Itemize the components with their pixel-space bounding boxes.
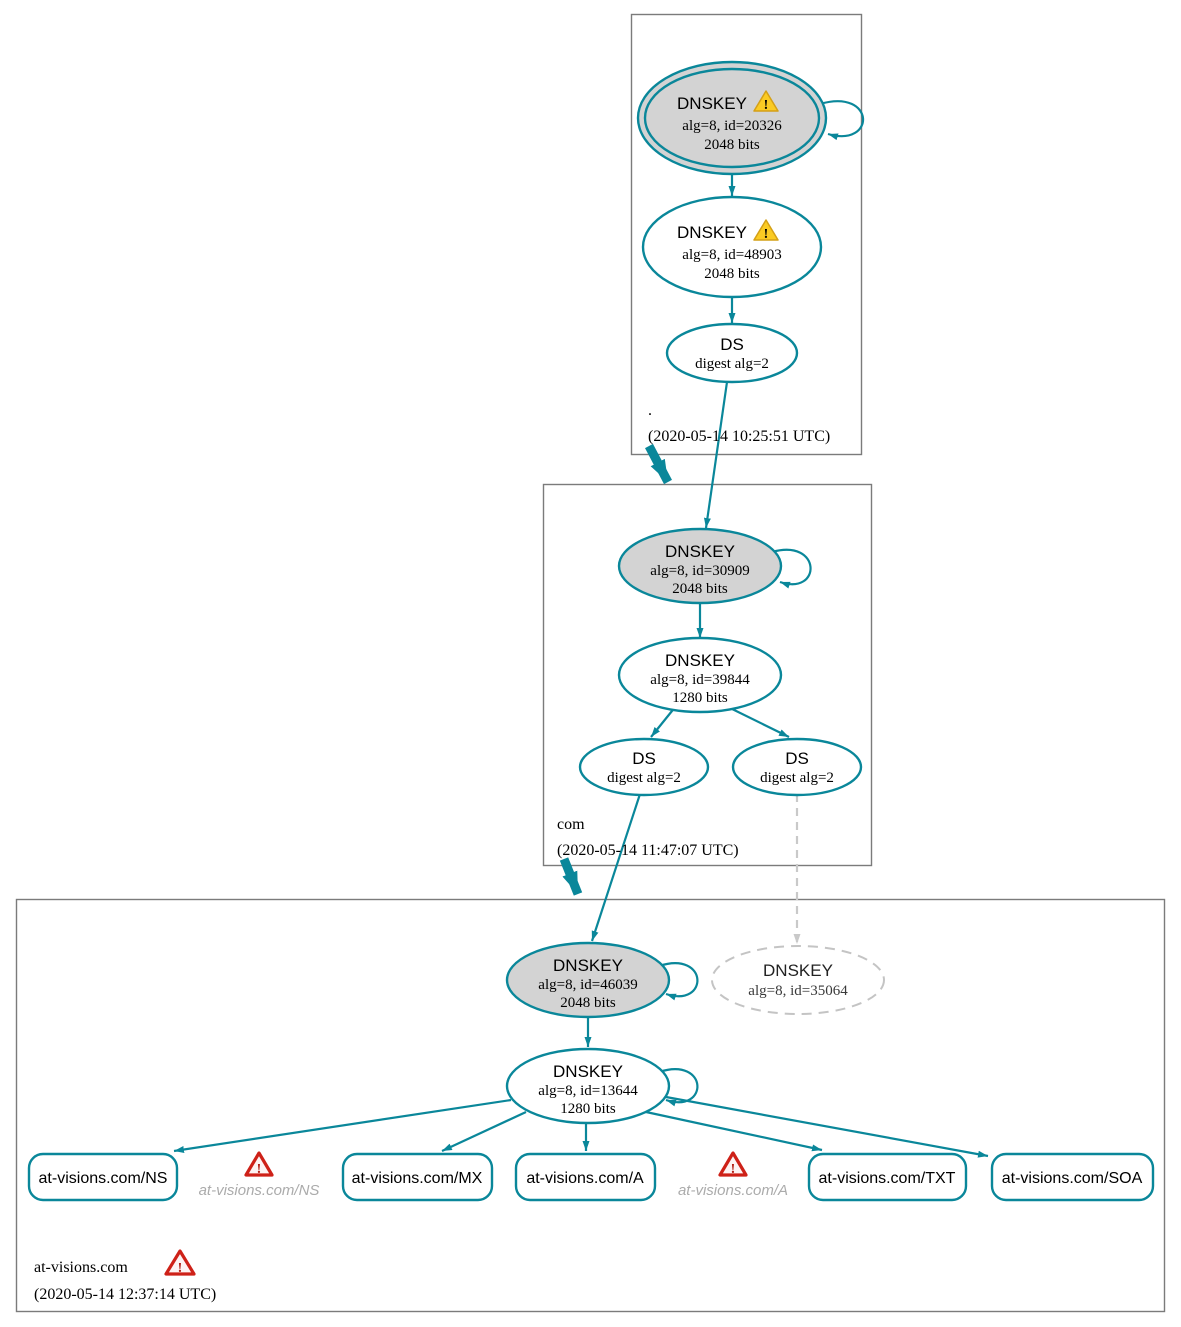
node-detail: digest alg=2 <box>760 770 834 786</box>
zone-box-root <box>630 13 863 456</box>
zone-box-at-visions <box>15 898 1166 1313</box>
rrset-label: at-visions.com/NS <box>39 1170 168 1187</box>
rrset-soa-node[interactable]: at-visions.com/SOA <box>990 1152 1155 1202</box>
edge-root-ds-to-com-ksk <box>703 381 729 529</box>
zone-timestamp: (2020-05-14 12:37:14 UTC) <box>34 1286 216 1303</box>
rrset-label: at-visions.com/A <box>526 1170 644 1187</box>
edge-com-zsk-to-ds1 <box>650 705 677 738</box>
node-type: DNSKEY <box>665 542 735 561</box>
node-type: DNSKEY <box>763 961 833 980</box>
node-bits: 1280 bits <box>672 690 728 706</box>
node-type: DS <box>785 749 809 768</box>
node-detail: alg=8, id=35064 <box>748 983 848 999</box>
node-type: DNSKEY <box>677 94 747 113</box>
zone-root: DNSKEY ! alg=8, id=20326 2048 bits DNSKE… <box>636 60 830 445</box>
node-detail: digest alg=2 <box>695 356 769 372</box>
zone-com: DNSKEY alg=8, id=30909 2048 bits DNSKEY … <box>557 527 863 859</box>
node-bits: 1280 bits <box>560 1101 616 1117</box>
node-detail: alg=8, id=46039 <box>538 977 637 993</box>
node-type: DNSKEY <box>553 956 623 975</box>
ds-node-com-1[interactable]: DS digest alg=2 <box>578 737 710 797</box>
zone-timestamp: (2020-05-14 10:25:51 UTC) <box>648 428 830 445</box>
edge-av-zsk-to-soa <box>665 1095 989 1158</box>
zone-name: com <box>557 816 585 833</box>
edge-av-zsk-to-ns <box>173 1098 512 1153</box>
node-bits: 2048 bits <box>560 995 616 1011</box>
rrset-label: at-visions.com/SOA <box>1002 1170 1143 1187</box>
edge-delegation-com-to-at-visions <box>559 857 583 896</box>
self-loop-root-ksk <box>819 100 865 141</box>
self-loop-com-ksk <box>771 548 812 589</box>
node-bits: 2048 bits <box>672 581 728 597</box>
rrset-txt-node[interactable]: at-visions.com/TXT <box>807 1152 968 1202</box>
self-loop-av-ksk <box>658 962 699 1001</box>
edge-av-zsk-to-mx <box>441 1111 527 1152</box>
svg-text:!: ! <box>731 1162 736 1177</box>
dnskey-node-46039[interactable]: DNSKEY alg=8, id=46039 2048 bits <box>505 941 671 1019</box>
node-type: DS <box>632 749 656 768</box>
node-bits: 2048 bits <box>704 266 760 282</box>
edge-av-zsk-to-txt <box>645 1110 823 1152</box>
rrset-ns-node[interactable]: at-visions.com/NS <box>27 1152 179 1202</box>
node-detail: alg=8, id=30909 <box>650 563 749 579</box>
zone-name: . <box>648 402 652 419</box>
node-bits: 2048 bits <box>704 137 760 153</box>
warning-icon: ! <box>753 219 779 242</box>
zone-box-com <box>542 483 873 867</box>
svg-text:!: ! <box>764 227 769 242</box>
rrset-mx-node[interactable]: at-visions.com/MX <box>341 1152 494 1202</box>
self-loop-av-zsk <box>658 1068 699 1107</box>
node-detail: alg=8, id=48903 <box>682 247 781 263</box>
edge-delegation-root-to-com <box>645 443 672 485</box>
dnskey-node-48903[interactable]: DNSKEY ! alg=8, id=48903 2048 bits <box>641 195 823 299</box>
rrset-a-node[interactable]: at-visions.com/A <box>514 1152 657 1202</box>
node-type: DNSKEY <box>677 223 747 242</box>
zone-name: at-visions.com <box>34 1259 128 1276</box>
node-detail: alg=8, id=39844 <box>650 672 750 688</box>
node-detail: alg=8, id=20326 <box>682 118 782 134</box>
rrset-error-label: at-visions.com/A <box>678 1182 788 1199</box>
rrset-label: at-visions.com/TXT <box>819 1170 956 1187</box>
node-type: DNSKEY <box>665 651 735 670</box>
ds-node-com-2[interactable]: DS digest alg=2 <box>731 737 863 797</box>
node-detail: alg=8, id=13644 <box>538 1083 638 1099</box>
rrset-error-label: at-visions.com/NS <box>199 1182 320 1199</box>
edges <box>173 100 989 1158</box>
zone-at-visions: DNSKEY alg=8, id=46039 2048 bits DNSKEY … <box>27 941 1155 1303</box>
rrset-label: at-visions.com/MX <box>352 1170 483 1187</box>
ds-node-root[interactable]: DS digest alg=2 <box>665 322 799 384</box>
dnskey-node-39844[interactable]: DNSKEY alg=8, id=39844 1280 bits <box>617 636 783 714</box>
dnskey-node-20326[interactable]: DNSKEY ! alg=8, id=20326 2048 bits <box>636 60 828 176</box>
warning-icon: ! <box>753 90 779 113</box>
zone-error-icon: ! <box>164 1249 196 1276</box>
svg-text:!: ! <box>257 1162 262 1177</box>
svg-text:!: ! <box>764 98 769 113</box>
node-detail: digest alg=2 <box>607 770 681 786</box>
node-type: DNSKEY <box>553 1062 623 1081</box>
dnskey-node-13644[interactable]: DNSKEY alg=8, id=13644 1280 bits <box>505 1047 671 1125</box>
dnskey-node-30909[interactable]: DNSKEY alg=8, id=30909 2048 bits <box>617 527 783 605</box>
edge-com-ds1-to-av-ksk <box>590 793 642 942</box>
svg-text:!: ! <box>178 1261 183 1276</box>
rrset-a-error[interactable]: ! at-visions.com/A <box>678 1151 788 1199</box>
error-icon: ! <box>244 1151 274 1177</box>
node-type: DS <box>720 335 744 354</box>
error-icon: ! <box>718 1151 748 1177</box>
dnskey-node-35064-missing[interactable]: DNSKEY alg=8, id=35064 <box>711 945 885 1015</box>
zone-timestamp: (2020-05-14 11:47:07 UTC) <box>557 842 739 859</box>
edge-com-zsk-to-ds2 <box>725 705 790 738</box>
rrset-ns-error[interactable]: ! at-visions.com/NS <box>199 1151 320 1199</box>
